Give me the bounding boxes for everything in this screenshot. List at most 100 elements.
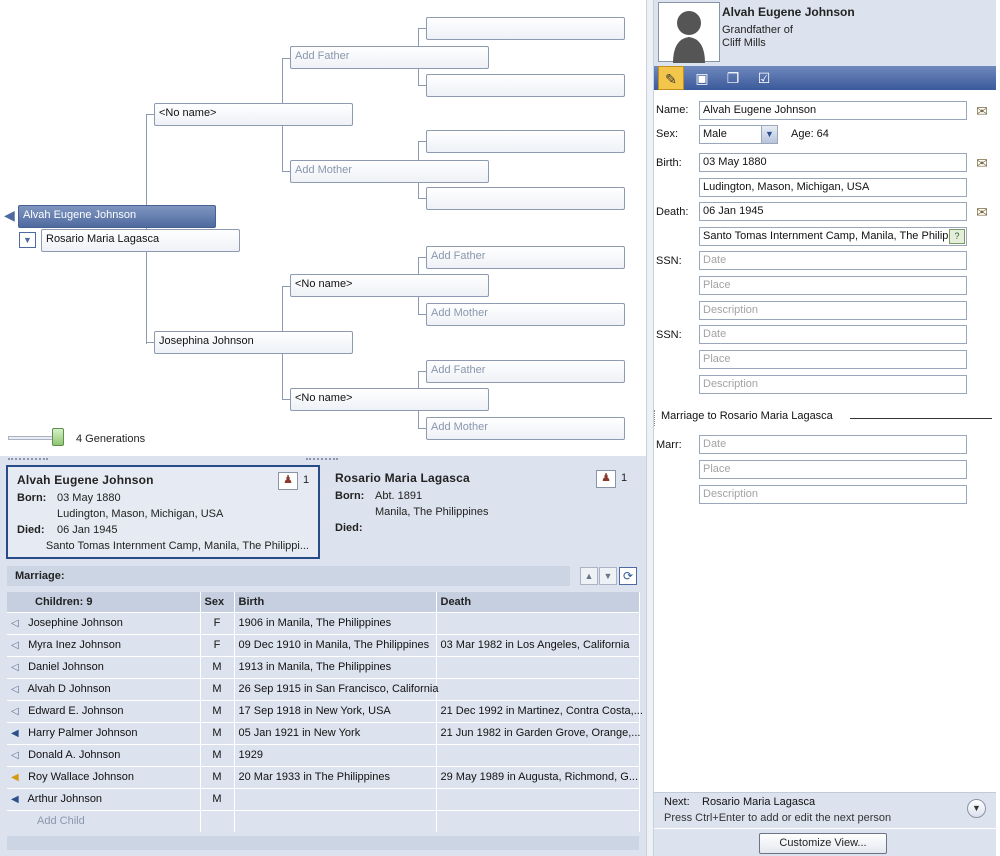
child-arrow-filled-icon[interactable]: ◀	[11, 794, 19, 805]
children-header[interactable]: Children: 9	[7, 592, 201, 612]
child-arrow-filled-icon[interactable]: ◀	[11, 728, 19, 739]
tree-node-add-father[interactable]: Add Father	[426, 360, 625, 383]
person-photo-icon[interactable]: ♟	[596, 470, 616, 488]
marriage-heading-rule	[850, 418, 992, 419]
panel-splitter[interactable]	[646, 0, 654, 856]
tree-node-add-father[interactable]: Add Father	[426, 246, 625, 269]
next-person-bar[interactable]	[654, 792, 996, 828]
ssn-date-field[interactable]: Date	[699, 325, 967, 344]
child-arrow-icon[interactable]: ◁	[11, 750, 19, 761]
birth-header[interactable]: Birth	[234, 592, 437, 612]
editor-person-name: Alvah Eugene Johnson	[722, 5, 855, 19]
marriage-heading-divider	[654, 410, 655, 426]
child-arrow-gold-icon[interactable]: ◀	[11, 772, 19, 783]
move-up-icon[interactable]: ▲	[580, 567, 598, 585]
person-photo-icon[interactable]: ♟	[278, 472, 298, 490]
family-panel: Alvah Eugene Johnson Born:03 May 1880 Lu…	[0, 456, 646, 856]
relation-line-2: Cliff Mills	[722, 37, 766, 49]
tasks-icon[interactable]: ☑	[757, 70, 771, 86]
marr-date-field[interactable]: Date	[699, 435, 967, 454]
tree-node-root[interactable]: Alvah Eugene Johnson	[18, 205, 216, 228]
death-date-field[interactable]: 06 Jan 1945	[699, 202, 967, 221]
panel-grip[interactable]	[8, 458, 48, 462]
tree-node-mm[interactable]: <No name>	[290, 388, 489, 411]
tree-node-add-mother[interactable]: Add Mother	[426, 417, 625, 440]
tree-node-mother[interactable]: Josephina Johnson	[154, 331, 353, 354]
tree-node-empty[interactable]	[426, 130, 625, 153]
add-child-row[interactable]: Add Child	[7, 809, 640, 832]
next-hint: Press Ctrl+Enter to add or edit the next…	[664, 812, 892, 824]
ssn-label: SSN:	[656, 255, 682, 267]
children-table: Children: 9 Sex Birth Death ◁ Josephine …	[7, 592, 643, 832]
ssn-description-field[interactable]: Description	[699, 301, 967, 320]
death-place-field[interactable]: Santo Tomas Internment Camp, Manila, The…	[699, 227, 967, 246]
spouse-dropdown-icon[interactable]: ▼	[19, 232, 36, 248]
card-name: Rosario Maria Lagasca	[335, 471, 470, 485]
sex-label: Sex:	[656, 128, 679, 140]
generations-label: 4 Generations	[76, 433, 146, 445]
marriage-bar[interactable]	[7, 566, 570, 586]
pedigree-tree: ◀ Alvah Eugene Johnson ▼ Rosario Maria L…	[0, 0, 646, 456]
chevron-down-icon[interactable]: ▼	[967, 799, 986, 818]
next-person-name: Rosario Maria Lagasca	[702, 796, 816, 808]
refresh-icon[interactable]: ⟳	[619, 567, 637, 585]
ssn-label: SSN:	[656, 329, 682, 341]
sex-header[interactable]: Sex	[200, 592, 235, 612]
birth-label: Birth:	[656, 157, 682, 169]
tree-node-add-mother[interactable]: Add Mother	[290, 160, 489, 183]
child-arrow-icon[interactable]: ◁	[11, 706, 19, 717]
tree-node-spouse[interactable]: Rosario Maria Lagasca	[41, 229, 240, 252]
sex-select[interactable]: Male	[699, 125, 778, 144]
source-icon[interactable]: ✉	[976, 103, 988, 119]
ssn-place-field[interactable]: Place	[699, 350, 967, 369]
source-icon[interactable]: ✉	[976, 204, 988, 220]
chevron-down-icon[interactable]: ▼	[761, 126, 777, 143]
ssn-description-field[interactable]: Description	[699, 375, 967, 394]
name-field[interactable]: Alvah Eugene Johnson	[699, 101, 967, 120]
tree-node-add-father[interactable]: Add Father	[290, 46, 489, 69]
tree-node-mf[interactable]: <No name>	[290, 274, 489, 297]
child-arrow-icon[interactable]: ◁	[11, 684, 19, 695]
marriage-heading: Marriage to Rosario Maria Lagasca	[661, 410, 833, 422]
marr-label: Marr:	[656, 439, 682, 451]
avatar[interactable]	[658, 2, 720, 63]
death-label: Death:	[656, 206, 689, 218]
edit-person-icon[interactable]: ✎	[658, 66, 684, 90]
primary-person-card[interactable]: Alvah Eugene Johnson Born:03 May 1880 Lu…	[6, 465, 320, 559]
source-icon[interactable]: ✉	[976, 155, 988, 171]
marr-place-field[interactable]: Place	[699, 460, 967, 479]
tree-node-add-mother[interactable]: Add Mother	[426, 303, 625, 326]
birth-place-field[interactable]: Ludington, Mason, Michigan, USA	[699, 178, 967, 197]
tree-node-empty[interactable]	[426, 74, 625, 97]
tree-node-empty[interactable]	[426, 187, 625, 210]
place-lookup-icon[interactable]: ?	[949, 229, 965, 244]
notes-icon[interactable]: ❐	[726, 70, 740, 86]
ssn-place-field[interactable]: Place	[699, 276, 967, 295]
tree-node-father[interactable]: <No name>	[154, 103, 353, 126]
panel-grip[interactable]	[306, 458, 338, 462]
ssn-date-field[interactable]: Date	[699, 251, 967, 270]
marr-description-field[interactable]: Description	[699, 485, 967, 504]
move-down-icon[interactable]: ▼	[599, 567, 617, 585]
child-arrow-icon[interactable]: ◁	[11, 662, 19, 673]
death-header[interactable]: Death	[436, 592, 640, 612]
birth-date-field[interactable]: 03 May 1880	[699, 153, 967, 172]
media-icon[interactable]: ▣	[695, 70, 709, 86]
spouse-person-card[interactable]: Rosario Maria Lagasca Born:Abt. 1891 Man…	[326, 465, 640, 559]
tree-node-empty[interactable]	[426, 17, 625, 40]
marriage-label: Marriage:	[15, 570, 65, 582]
customize-view-button[interactable]: Customize View...	[759, 833, 887, 854]
child-arrow-icon[interactable]: ◁	[11, 640, 19, 651]
child-arrow-icon[interactable]: ◁	[11, 618, 19, 629]
back-arrow-icon[interactable]: ◀	[4, 207, 15, 223]
generations-slider-thumb[interactable]	[52, 428, 64, 446]
